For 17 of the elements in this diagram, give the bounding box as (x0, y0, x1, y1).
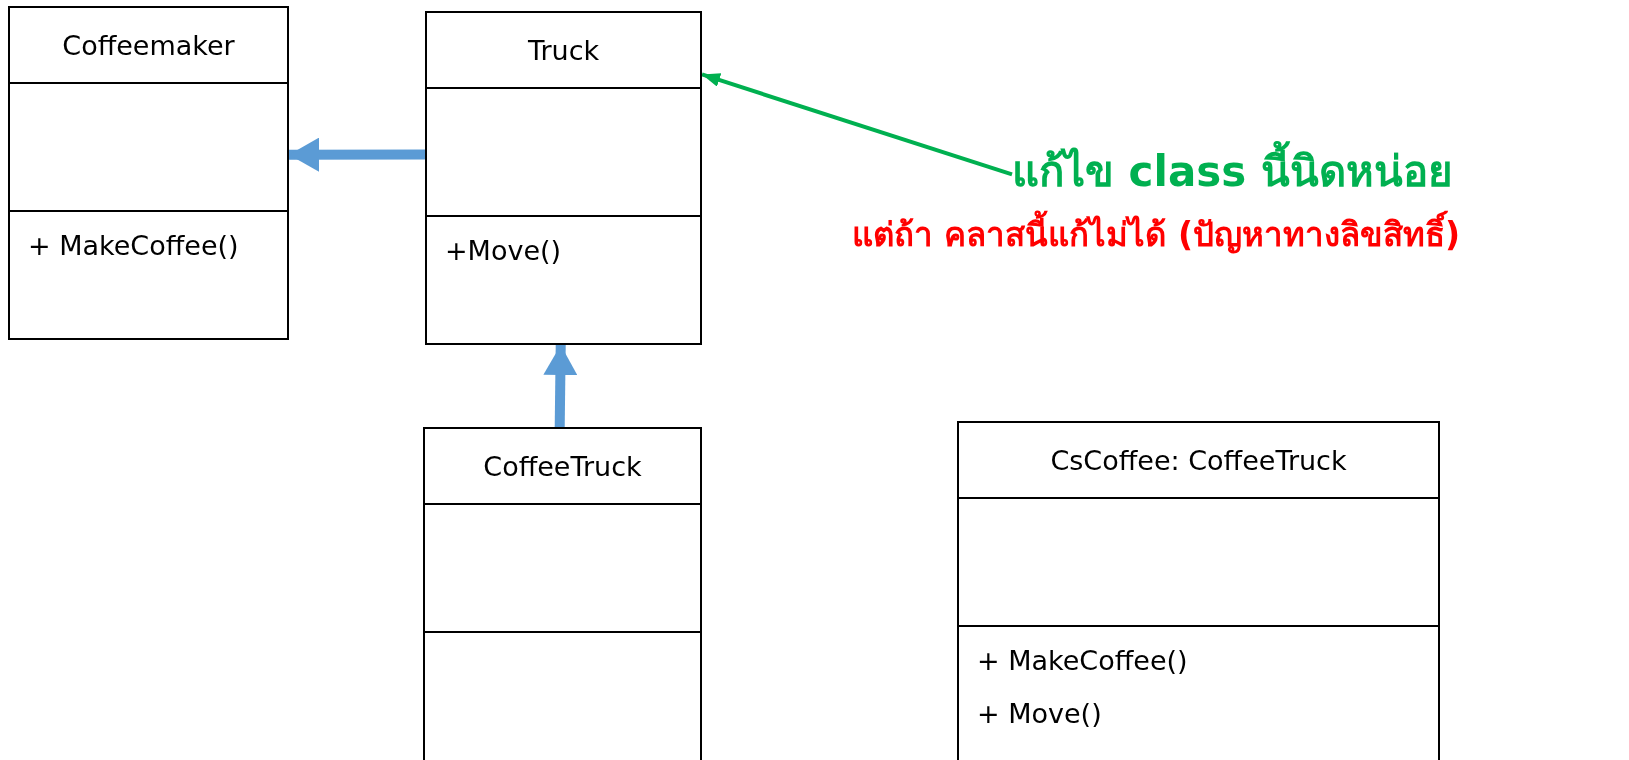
class-box (425, 11, 702, 345)
note-text: แก้ไข class นี้นิดหน่อย (1012, 138, 1453, 204)
arrow (543, 344, 578, 428)
method-text: +Move() (445, 235, 563, 266)
class-name: CsCoffee: CoffeeTruck (1050, 444, 1347, 476)
class-box (957, 421, 1440, 760)
class-box (8, 6, 289, 340)
arrow (701, 72, 1013, 177)
method-text: + MakeCoffee() (977, 645, 1189, 676)
class-name: CoffeeTruck (483, 450, 642, 482)
method-text: + Move() (977, 698, 1103, 729)
method-text: + MakeCoffee() (28, 230, 240, 261)
class-name: Truck (527, 34, 600, 66)
class-name: Coffeemaker (62, 29, 235, 61)
class-box (423, 427, 702, 760)
arrow (289, 137, 425, 172)
note-text: แต่ถ้า คลาสนี้แก้ไม่ได้ (ปัญหาทางลิขสิทธิ์) (852, 208, 1461, 261)
